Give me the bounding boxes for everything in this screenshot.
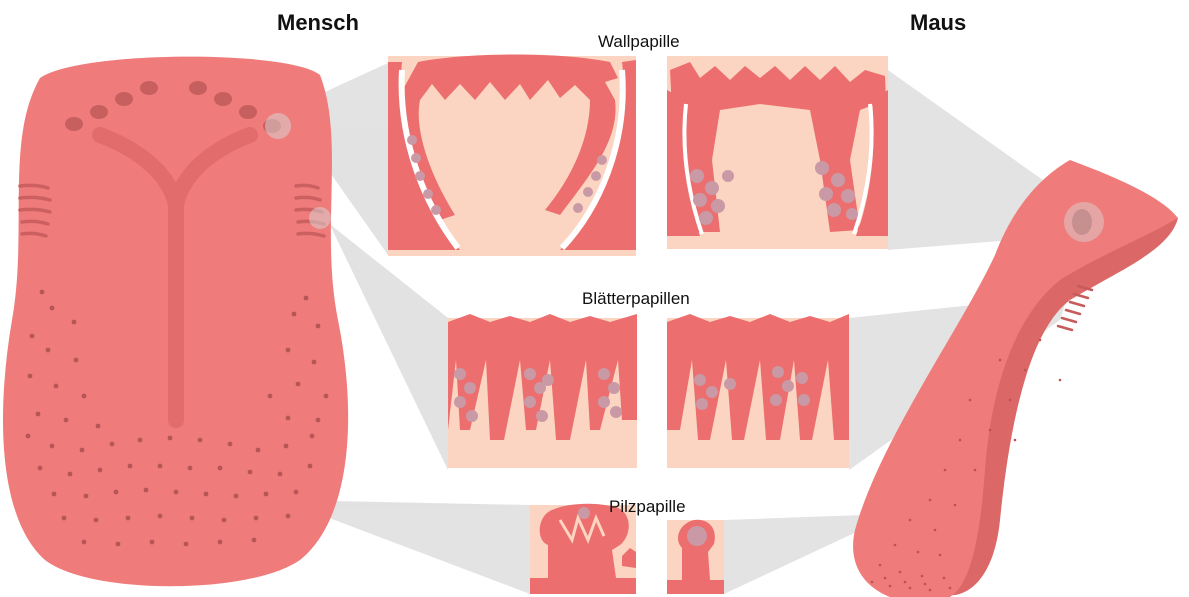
label-wallpapille: Wallpapille (598, 32, 680, 52)
title-mouse: Maus (910, 10, 966, 36)
label-blaetterpapillen: Blätterpapillen (582, 289, 690, 309)
panel-blaetter-mouse (667, 314, 849, 468)
panel-blaetter-human (448, 314, 637, 468)
human-tongue (3, 57, 348, 587)
label-pilzpapille: Pilzpapille (609, 497, 686, 517)
callout-mouse-pilz (724, 515, 865, 594)
title-human: Mensch (277, 10, 359, 36)
panel-wallpapille-mouse (667, 56, 888, 249)
panel-pilz-human (530, 504, 636, 594)
panel-wallpapille-human (388, 55, 636, 257)
panel-pilz-mouse (667, 520, 724, 594)
